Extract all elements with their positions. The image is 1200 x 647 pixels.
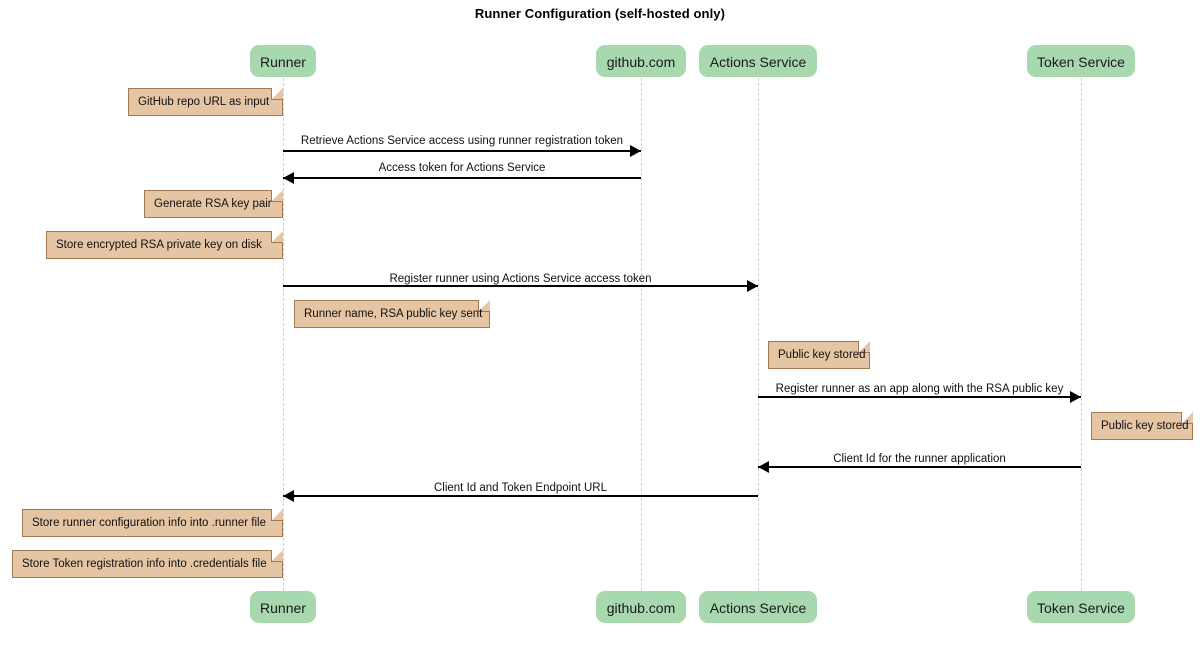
- note-generate-rsa: Generate RSA key pair: [144, 190, 283, 218]
- msg-retrieve-actions-access-line: [283, 150, 641, 152]
- msg-register-runner-line: [283, 285, 758, 287]
- participant-label: Runner: [260, 54, 306, 70]
- msg-client-id-token-url-arrowhead: [283, 490, 294, 502]
- note-github-repo-url: GitHub repo URL as input: [128, 88, 283, 116]
- msg-access-token-label: Access token for Actions Service: [378, 162, 546, 174]
- note-pubkey-token: Public key stored: [1091, 412, 1193, 440]
- note-fold-icon: [1182, 412, 1193, 423]
- note-text: Public key stored: [1101, 420, 1189, 432]
- msg-access-token-arrowhead: [283, 172, 294, 184]
- msg-client-id-token-url-line: [283, 495, 758, 497]
- participant-label: Token Service: [1037, 54, 1125, 70]
- participant-token-top[interactable]: Token Service: [1027, 45, 1135, 77]
- participant-runner-bottom[interactable]: Runner: [250, 591, 316, 623]
- note-text: Runner name, RSA public key sent: [304, 308, 483, 320]
- lifeline-github: [641, 78, 642, 591]
- msg-register-runner-label: Register runner using Actions Service ac…: [389, 273, 652, 285]
- msg-client-id-arrowhead: [758, 461, 769, 473]
- participant-actions-bottom[interactable]: Actions Service: [699, 591, 817, 623]
- participant-label: Runner: [260, 600, 306, 616]
- msg-access-token-line: [283, 177, 641, 179]
- note-text: GitHub repo URL as input: [138, 96, 270, 108]
- participant-label: Token Service: [1037, 600, 1125, 616]
- participant-label: github.com: [606, 600, 676, 616]
- participant-runner-top[interactable]: Runner: [250, 45, 316, 77]
- note-text: Store Token registration info into .cred…: [22, 558, 267, 570]
- note-text: Store runner configuration info into .ru…: [32, 517, 266, 529]
- lifeline-actions: [758, 78, 759, 591]
- page-title: Runner Configuration (self-hosted only): [474, 6, 726, 21]
- msg-retrieve-actions-access-label: Retrieve Actions Service access using ru…: [300, 135, 624, 147]
- participant-github-bottom[interactable]: github.com: [596, 591, 686, 623]
- note-fold-icon: [272, 88, 283, 99]
- msg-client-id-line: [758, 466, 1081, 468]
- msg-retrieve-actions-access-arrowhead: [630, 145, 641, 157]
- note-store-private-key: Store encrypted RSA private key on disk: [46, 231, 283, 259]
- participant-label: Actions Service: [709, 600, 807, 616]
- participant-token-bottom[interactable]: Token Service: [1027, 591, 1135, 623]
- note-fold-icon: [272, 190, 283, 201]
- participant-github-top[interactable]: github.com: [596, 45, 686, 77]
- msg-register-app-rsa-label: Register runner as an app along with the…: [775, 383, 1064, 395]
- lifeline-runner: [283, 78, 284, 591]
- msg-register-runner-arrowhead: [747, 280, 758, 292]
- note-pubkey-actions: Public key stored: [768, 341, 870, 369]
- msg-register-app-rsa-arrowhead: [1070, 391, 1081, 403]
- note-fold-icon: [479, 300, 490, 311]
- note-text: Public key stored: [778, 349, 866, 361]
- note-fold-icon: [272, 550, 283, 561]
- note-text: Generate RSA key pair: [154, 198, 272, 210]
- note-store-credentials: Store Token registration info into .cred…: [12, 550, 283, 578]
- participant-label: Actions Service: [709, 54, 807, 70]
- note-runner-name-key: Runner name, RSA public key sent: [294, 300, 490, 328]
- lifeline-token: [1081, 78, 1082, 591]
- participant-actions-top[interactable]: Actions Service: [699, 45, 817, 77]
- msg-client-id-label: Client Id for the runner application: [833, 453, 1006, 465]
- msg-register-app-rsa-line: [758, 396, 1081, 398]
- note-fold-icon: [272, 231, 283, 242]
- msg-client-id-token-url-label: Client Id and Token Endpoint URL: [433, 482, 608, 494]
- note-fold-icon: [272, 509, 283, 520]
- note-text: Store encrypted RSA private key on disk: [56, 239, 262, 251]
- note-store-runner-file: Store runner configuration info into .ru…: [22, 509, 283, 537]
- participant-label: github.com: [606, 54, 676, 70]
- note-fold-icon: [859, 341, 870, 352]
